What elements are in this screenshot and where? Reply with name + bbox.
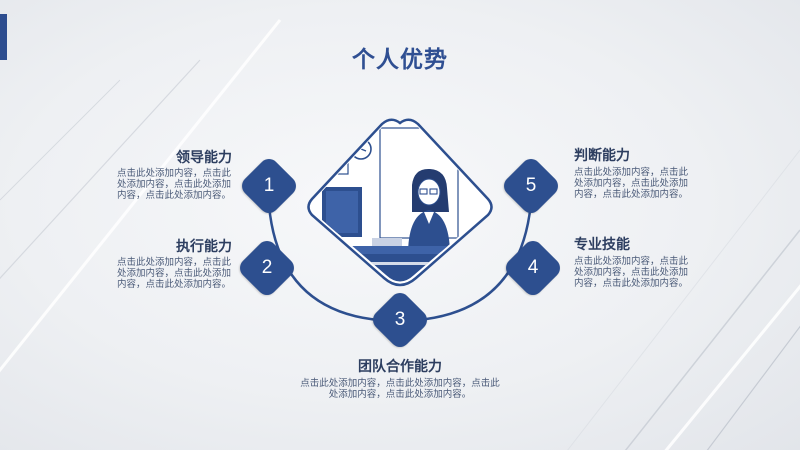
item-5-title: 判断能力 — [574, 148, 630, 164]
item-2-title: 执行能力 — [176, 239, 232, 255]
item-4-description: 点击此处添加内容，点击此处添加内容，点击此处添加内容，点击此处添加内容。 — [574, 256, 689, 289]
item-1-marker: 1 — [237, 154, 301, 218]
item-2-description: 点击此处添加内容，点击此处添加内容，点击此处添加内容，点击此处添加内容。 — [117, 257, 232, 290]
item-5-number: 5 — [525, 175, 537, 196]
item-3-title: 团队合作能力 — [358, 359, 442, 375]
item-5-description: 点击此处添加内容，点击此处添加内容，点击此处添加内容，点击此处添加内容。 — [574, 167, 689, 200]
item-3-number: 3 — [394, 309, 406, 330]
item-4-marker: 4 — [501, 236, 565, 300]
item-1-number: 1 — [263, 175, 275, 196]
item-5-marker: 5 — [499, 154, 563, 218]
accent-bar — [0, 14, 7, 60]
item-2-number: 2 — [261, 257, 273, 278]
item-3-marker: 3 — [368, 288, 432, 352]
slide-title: 个人优势 — [352, 47, 448, 73]
item-1-description: 点击此处添加内容，点击此处添加内容，点击此处添加内容，点击此处添加内容。 — [117, 168, 232, 201]
item-2-marker: 2 — [235, 236, 299, 300]
item-4-number: 4 — [527, 257, 539, 278]
item-1-title: 领导能力 — [176, 150, 232, 166]
item-4-title: 专业技能 — [574, 237, 630, 253]
item-3-description: 点击此处添加内容，点击此处添加内容，点击此处添加内容，点击此处添加内容。 — [300, 378, 500, 400]
